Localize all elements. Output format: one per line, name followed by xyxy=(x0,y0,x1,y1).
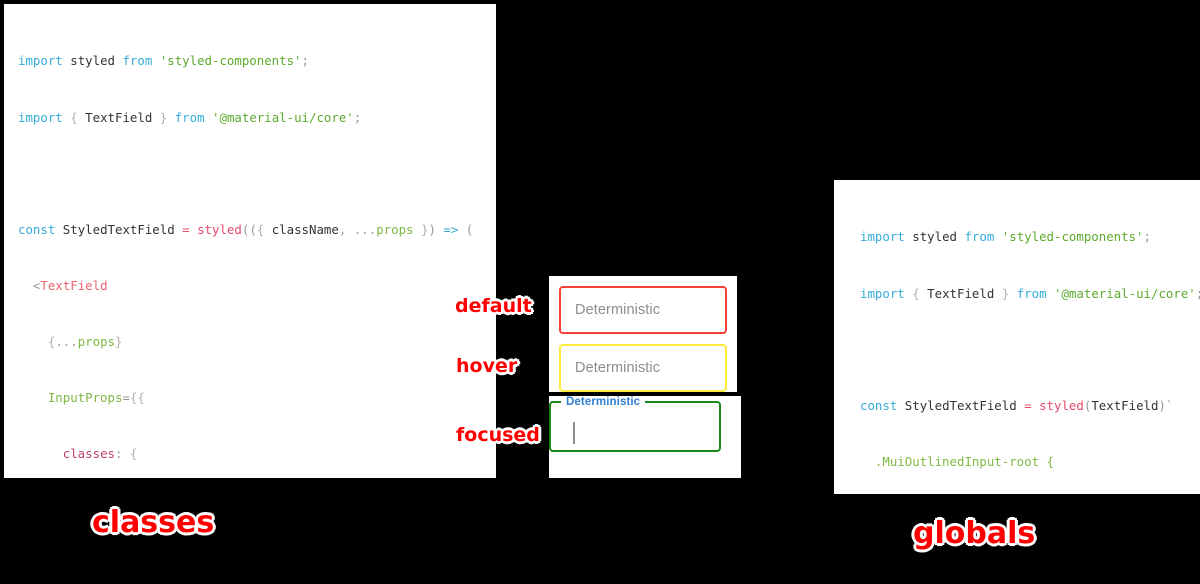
annotation-default: default xyxy=(455,295,532,317)
classes-code-block: import styled from 'styled-components'; … xyxy=(4,4,496,478)
globals-code-block: import styled from 'styled-components'; … xyxy=(834,180,1200,494)
annotation-focused: focused xyxy=(456,424,540,446)
code-line: classes: { xyxy=(62,446,138,462)
textfield-focused-legend: Deterministic xyxy=(566,396,641,408)
caption-classes: classes xyxy=(92,505,215,540)
code-line: const StyledTextField = styled(TextField… xyxy=(860,397,1174,413)
textfield-focused[interactable]: Deterministic xyxy=(549,396,721,452)
text-caret xyxy=(573,422,575,444)
code-line: InputProps={{ xyxy=(47,389,145,405)
code-line: import { TextField } from '@material-ui/… xyxy=(860,285,1200,301)
demo-panel-focused: Deterministic xyxy=(549,396,741,478)
code-line-blank xyxy=(860,341,1200,360)
code-line: const StyledTextField = styled(({ classN… xyxy=(18,221,474,237)
code-line: {...props} xyxy=(47,333,123,349)
code-line: import styled from 'styled-components'; xyxy=(860,229,1151,245)
textfield-hover[interactable]: Deterministic xyxy=(559,344,727,392)
code-line: <TextField xyxy=(32,277,108,293)
demo-panel-default-hover: Deterministic Deterministic xyxy=(549,276,737,392)
textfield-hover-value: Deterministic xyxy=(575,360,661,376)
textfield-default[interactable]: Deterministic xyxy=(559,286,727,334)
annotation-hover: hover xyxy=(456,355,518,377)
code-line: import { TextField } from '@material-ui/… xyxy=(18,109,362,125)
caption-globals: globals xyxy=(913,516,1036,551)
code-line-blank xyxy=(18,165,496,184)
code-line: import styled from 'styled-components'; xyxy=(18,53,309,69)
textfield-default-value: Deterministic xyxy=(575,302,661,318)
code-line: .MuiOutlinedInput-root { xyxy=(874,453,1054,469)
